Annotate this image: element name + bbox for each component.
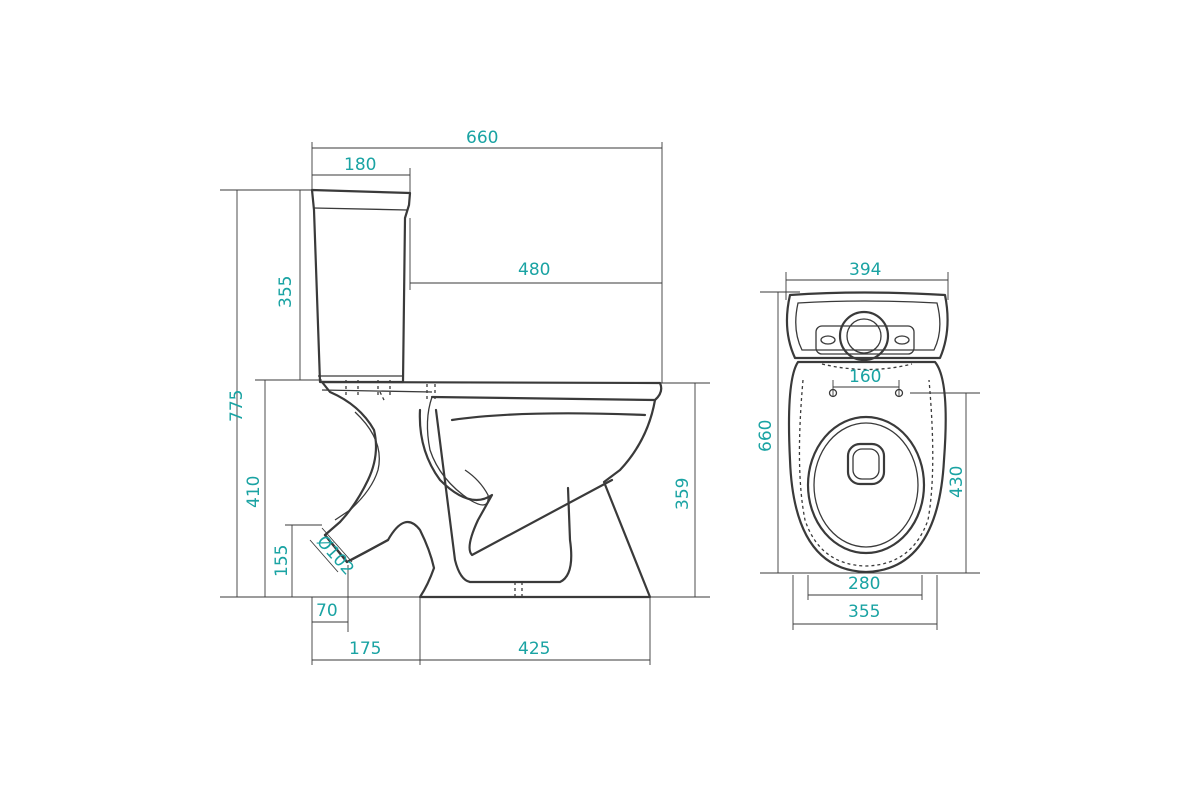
- dim-bowl-width: 355: [848, 602, 880, 622]
- dim-bowl-rim-height: 359: [673, 478, 693, 510]
- bowl-side: [320, 380, 663, 599]
- top-view: 394 660 160 430 280 355: [756, 260, 980, 630]
- side-view: 660 180 480 355 775 410 155 359 70 175 4…: [220, 128, 710, 665]
- dim-bowl-height: 410: [244, 476, 264, 508]
- bowl-top: [787, 360, 947, 574]
- dim-total-length: 660: [756, 420, 776, 452]
- dim-bowl-length: 430: [947, 466, 967, 498]
- dim-mounting-holes: 160: [849, 367, 881, 387]
- dim-outlet-to-foot: 175: [349, 639, 381, 659]
- dim-tank-to-front: 480: [518, 260, 550, 280]
- dim-tank-height: 355: [276, 276, 296, 308]
- cistern-side: [310, 188, 412, 384]
- dim-foot-length: 425: [518, 639, 550, 659]
- cistern-top: [785, 291, 949, 362]
- dim-overall-height: 775: [227, 390, 247, 422]
- flush-button-icon: [838, 310, 890, 362]
- dim-overall-length: 660: [466, 128, 498, 148]
- side-dimension-labels: 660 180 480 355 775 410 155 359 70 175 4…: [227, 128, 693, 659]
- top-dimension-labels: 394 660 160 430 280 355: [756, 260, 967, 622]
- top-dimension-lines: [760, 272, 980, 630]
- dim-tank-depth: 180: [344, 155, 376, 175]
- dim-outlet-height: 155: [272, 545, 292, 577]
- dim-seat-width: 280: [848, 574, 880, 594]
- dim-outlet-offset: 70: [316, 601, 338, 621]
- side-dimension-lines: [220, 142, 710, 665]
- bolt-details: [345, 380, 523, 597]
- dim-outlet-diameter: Ø102: [312, 532, 358, 579]
- dim-tank-width: 394: [849, 260, 881, 280]
